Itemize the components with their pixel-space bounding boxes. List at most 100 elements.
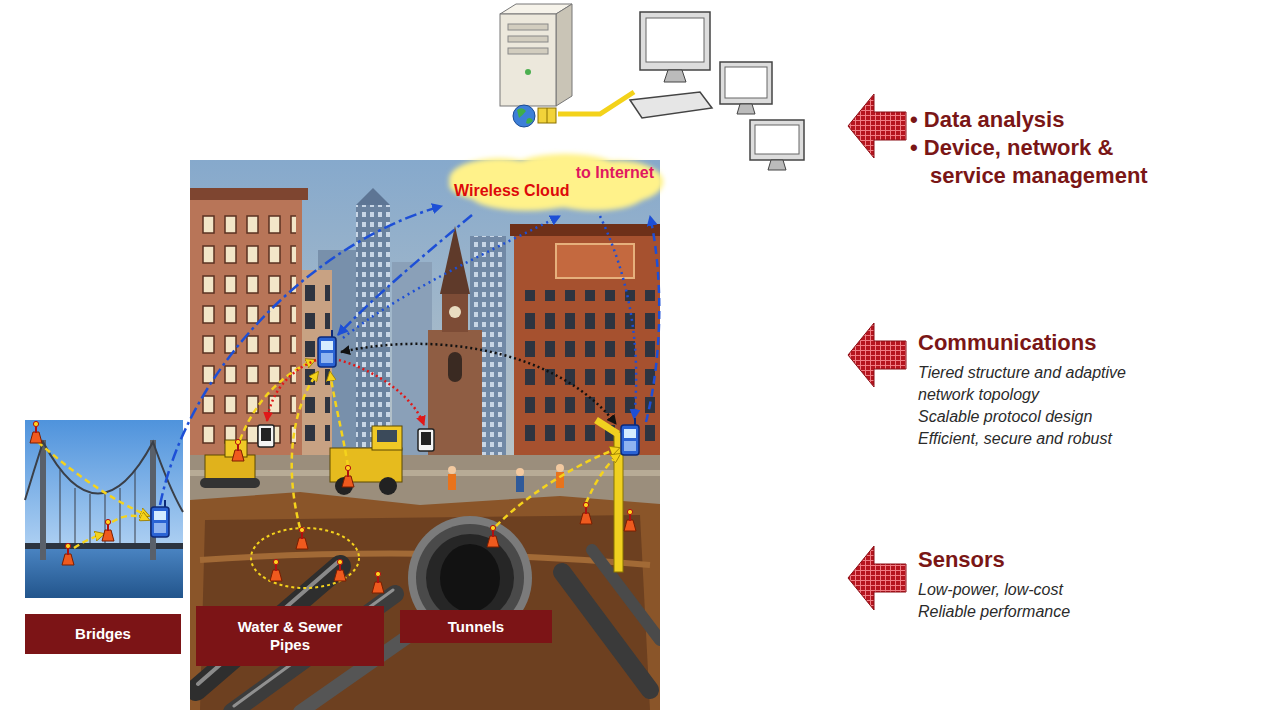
brick-building	[510, 224, 660, 476]
pointer-arrow	[848, 546, 906, 610]
bridge-photo	[25, 543, 183, 549]
site-name: Tunnels	[448, 618, 504, 636]
brick-building	[190, 188, 332, 476]
excavation	[190, 492, 660, 710]
pointer-arrow	[848, 94, 906, 610]
radio-link	[267, 360, 316, 421]
computer-icon	[755, 125, 799, 154]
computer-icon	[664, 70, 686, 82]
excavator	[330, 448, 402, 482]
church	[428, 226, 482, 470]
site-name: Bridges	[75, 625, 131, 643]
bridge-photo	[60, 470, 135, 543]
sensor	[334, 559, 346, 581]
cloud-label: Wireless Cloud	[454, 182, 569, 200]
bridge-photo	[25, 548, 183, 598]
bridge-photo	[150, 440, 156, 560]
radio-link	[74, 534, 104, 548]
bulldozer	[200, 478, 260, 488]
sensor	[102, 519, 114, 541]
site-label-box: Water & Sewer Pipes	[196, 606, 384, 666]
bridge-photo	[25, 420, 183, 598]
church	[449, 306, 461, 318]
radio-link	[343, 216, 560, 338]
section-heading: Sensors	[918, 547, 1005, 573]
brick-building	[190, 188, 308, 200]
site-label-box: Tunnels	[400, 610, 552, 643]
excavator	[377, 430, 397, 442]
worker	[516, 468, 524, 476]
gateway	[151, 500, 169, 537]
feature-note: Reliable performance	[918, 601, 1070, 623]
site-name: Water & Sewer Pipes	[225, 618, 355, 654]
sensor	[296, 527, 308, 549]
feature-note: Low-power, low-cost	[918, 579, 1063, 601]
radio-link	[38, 206, 659, 588]
handheld-device	[418, 429, 434, 451]
bulldozer	[200, 440, 260, 488]
bullet-item: • Device, network & service management	[910, 134, 1165, 190]
server-icon	[508, 36, 548, 42]
worker	[448, 466, 456, 474]
feature-note: Efficient, secure and robust	[918, 428, 1112, 450]
computer-icon	[646, 18, 704, 62]
radio-link	[600, 216, 636, 419]
radio-link	[330, 372, 348, 466]
radio-link	[341, 344, 616, 424]
server-icon	[525, 69, 531, 75]
radio-link	[646, 216, 659, 422]
excavation	[190, 492, 660, 710]
brick-building	[196, 208, 296, 448]
gateway	[151, 330, 639, 537]
globe-icon	[526, 118, 533, 124]
skyline	[356, 188, 390, 205]
pipe	[592, 550, 660, 640]
bridge-photo	[40, 440, 46, 560]
excavator	[379, 477, 397, 495]
computer-icon	[720, 62, 772, 104]
worker	[448, 464, 564, 492]
radio-link	[338, 215, 472, 335]
excavator	[372, 426, 402, 450]
computer-icon	[630, 92, 712, 118]
feature-note: Scalable protocol design	[918, 406, 1092, 428]
church	[448, 352, 462, 382]
radio-link	[496, 448, 619, 526]
server-icon	[508, 24, 548, 30]
worker	[556, 464, 564, 472]
handheld-device	[258, 425, 274, 447]
feature-note: Tiered structure and adaptive network to…	[918, 362, 1163, 406]
bulldozer	[205, 455, 255, 479]
sensor	[30, 421, 42, 443]
server-icon	[500, 14, 556, 106]
sensor	[270, 559, 282, 581]
handheld-device	[258, 425, 434, 451]
bridge-photo	[25, 420, 183, 598]
computer-icon	[725, 67, 767, 98]
brick-building	[514, 232, 660, 476]
server-icon	[500, 4, 572, 106]
sensor	[232, 439, 244, 461]
computer-icon	[737, 104, 755, 114]
church	[442, 292, 468, 332]
folder-icon	[538, 108, 556, 123]
folder-icon	[547, 108, 548, 123]
computer-icon	[630, 12, 804, 170]
sensor	[62, 543, 74, 565]
worker	[448, 474, 456, 490]
skyline	[318, 188, 506, 472]
radio-link	[586, 454, 620, 503]
radio-link	[112, 516, 149, 522]
sensor	[342, 465, 354, 487]
network-cable	[558, 92, 634, 114]
computer-icon	[640, 12, 710, 70]
gateway	[318, 330, 336, 367]
section-heading: Communications	[918, 330, 1096, 356]
sky	[190, 160, 660, 710]
street	[190, 470, 660, 476]
church	[428, 330, 482, 470]
site-label-box: Bridges	[25, 614, 181, 654]
gateway	[621, 418, 639, 455]
network-cable	[558, 92, 634, 114]
